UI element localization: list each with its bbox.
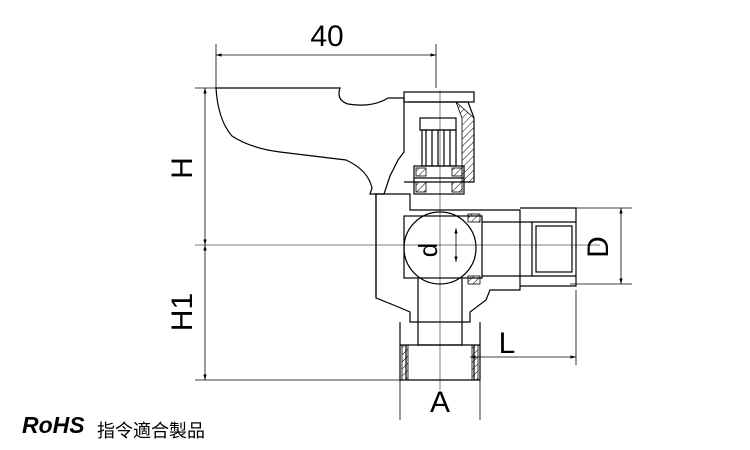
valve-body — [215, 87, 577, 381]
a-dimension-label: A — [430, 386, 450, 419]
d-dimension-label: D — [582, 236, 615, 258]
l-dimension-label: L — [499, 327, 516, 360]
rohs-compliance-text: 指令適合製品 — [97, 421, 205, 442]
width-dimension-label: 40 — [310, 20, 343, 53]
dimension-lines — [195, 44, 632, 420]
h-dimension-label: H — [166, 157, 199, 179]
rohs-mark: RoHS — [22, 412, 85, 438]
h1-dimension-label: H1 — [166, 293, 199, 331]
section-hatching — [401, 101, 481, 381]
d-small-dimension-label: d — [413, 243, 443, 257]
